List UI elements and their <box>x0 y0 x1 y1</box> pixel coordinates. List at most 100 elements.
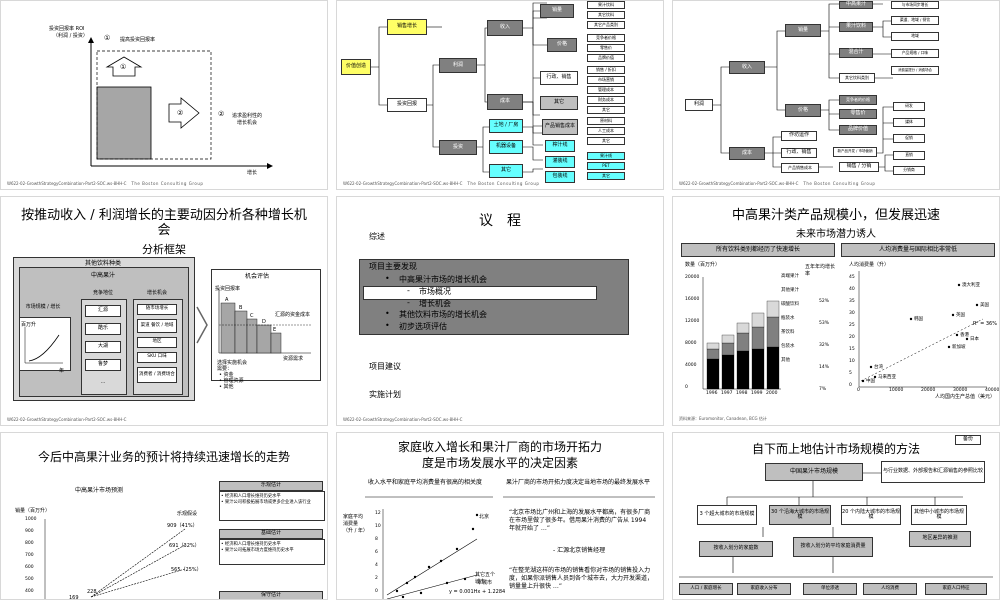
s9-l2-mega[interactable]: 3 个超大城市的市场规模 <box>697 505 757 525</box>
leaf[interactable]: 产品规格 / 口味 <box>891 49 939 58</box>
leaf[interactable]: 其它 <box>587 137 625 145</box>
node-bottling-line[interactable]: 灌装线 <box>545 156 575 168</box>
node-packing-line[interactable]: 包装线 <box>545 171 575 183</box>
agenda-item-findings[interactable]: 项目主要发现 <box>369 262 417 271</box>
node-admin-sales[interactable]: 行政、销售 <box>540 71 578 85</box>
s9-l3-households[interactable]: 按收入划分的家庭数 <box>699 541 773 557</box>
competitor-item[interactable]: 酷乐 <box>85 323 121 335</box>
slide-income-drivers[interactable]: 家庭收入增长和果汁厂商的市场开拓力 度是市场发展水平的决定因素 收入水平和家庭平… <box>336 432 664 600</box>
p-node-retail[interactable]: 零售价 <box>839 109 877 119</box>
p-node-mixed[interactable]: 混合汁 <box>839 48 873 58</box>
leaf[interactable]: 竞争者价格 <box>587 34 625 42</box>
leaf[interactable]: 直销 <box>893 151 925 160</box>
node-other-capex[interactable]: 其它 <box>489 164 523 178</box>
node-land[interactable]: 土地 / 厂房 <box>489 119 523 133</box>
s9-l2-inland[interactable]: 20 个内陆大城市的市场规模 <box>841 505 901 525</box>
s9-regional-note[interactable]: 地区差异的推测 <box>909 531 971 547</box>
growth-item[interactable]: SKU 口味 <box>137 352 177 363</box>
leaf[interactable]: 财务成本 <box>587 96 625 104</box>
leaf[interactable]: PET <box>587 162 625 170</box>
growth-item[interactable]: 渠道 餐饮 / 地域 <box>137 319 177 333</box>
leaf[interactable]: 其它 <box>587 106 625 114</box>
leaf[interactable]: 销售 / 折扣 <box>587 66 625 74</box>
p-node-cost[interactable]: 成本 <box>729 147 765 160</box>
node-sales-growth[interactable]: 销售增长 <box>387 19 427 35</box>
agenda-item-other-bev[interactable]: 其他饮料市场的增长机会 <box>399 310 487 319</box>
leaf[interactable]: 果汁线 <box>587 152 625 160</box>
p-node-revenue[interactable]: 收入 <box>729 61 765 74</box>
slide-value-tree[interactable]: 价值创造 销售增长 投资回报 收入 利润 成本 投资 销量 价格 行政、销售 其… <box>336 0 664 190</box>
node-profit[interactable]: 利润 <box>439 58 477 73</box>
p-node-price[interactable]: 价格 <box>785 104 821 117</box>
s9-compare-node[interactable]: 与行业数据、外部报告和汇源销售的参照比较 <box>881 461 985 483</box>
s9-l4-per-capita[interactable]: 人均消费 <box>863 583 917 595</box>
p-node-brand[interactable]: 品牌价值 <box>839 125 877 135</box>
node-revenue[interactable]: 收入 <box>487 20 523 36</box>
p-node-volume[interactable]: 销量 <box>785 24 821 37</box>
growth-item[interactable]: 随市场增长 <box>137 304 177 315</box>
node-volume[interactable]: 销量 <box>540 4 574 18</box>
p-node-cogs[interactable]: 产品销售成本 <box>781 163 819 173</box>
node-cost[interactable]: 成本 <box>487 94 523 110</box>
agenda-item-growth[interactable]: 增长机会 <box>419 299 451 308</box>
s9-l4-penetration[interactable]: 单位渗透 <box>803 583 857 595</box>
agenda-item-eval[interactable]: 初步选项评估 <box>399 322 447 331</box>
leaf[interactable]: 促销 <box>893 134 925 143</box>
slide-analysis-framework[interactable]: 按推动收入 / 利润增长的主要动因分析各种增长机会 分析框架 其他饮料种类 中高… <box>0 196 328 426</box>
slide-profit-tree[interactable]: 利润 收入 成本 销量 价格 中高果汁 果汁饮料 混合汁 其它饮料类别 竞争者的… <box>672 0 1000 190</box>
leaf[interactable]: 其它饮料 <box>587 11 625 19</box>
leaf[interactable]: 地域 <box>891 32 939 41</box>
agenda-item-plan[interactable]: 实施计划 <box>369 390 401 399</box>
leaf[interactable]: 人工成本 <box>587 127 625 135</box>
leaf[interactable]: 原材料 <box>587 117 625 125</box>
slide-forecast[interactable]: 今后中高果汁业务的预计将持续迅速增长的走势 中高果汁市场预测 销量（百万升） 1… <box>0 432 328 600</box>
p-node-sales-dist[interactable]: 销售 / 分销 <box>839 162 879 172</box>
leaf[interactable]: 媒体 <box>893 118 925 127</box>
p-node-profit[interactable]: 利润 <box>685 99 713 111</box>
leaf[interactable]: 其它产品类别 <box>587 21 625 29</box>
s9-l2-small[interactable]: 其他中小城市的市场规模 <box>911 505 967 525</box>
node-roi[interactable]: 投资回报 <box>387 98 427 112</box>
p-node-other-cat[interactable]: 其它饮料类别 <box>839 73 875 83</box>
leaf[interactable]: 市场营销 <box>587 76 625 84</box>
agenda-item-overview[interactable]: 综述 <box>369 232 385 241</box>
slide-bottom-up[interactable]: 备份 自下而上地估计市场规模的方法 中国果汁市场规模 与行业数据、外部报告和汇源… <box>672 432 1000 600</box>
s9-l4-income[interactable]: 家庭收入分布 <box>737 583 791 595</box>
leaf[interactable]: 分销商 <box>893 166 925 175</box>
leaf[interactable]: 零售价 <box>587 44 625 52</box>
s9-l4-demographics[interactable]: 家庭人口特征 <box>925 583 987 595</box>
p-node-juice-drink[interactable]: 果汁饮料 <box>839 22 873 32</box>
leaf[interactable]: 果汁饮料 <box>587 1 625 9</box>
leaf[interactable]: 品牌价值 <box>587 54 625 62</box>
leaf[interactable]: 与市场同步增长 <box>891 1 939 9</box>
agenda-item-market-overview[interactable]: 市场概况 <box>419 287 451 296</box>
agenda-item-mid-juice[interactable]: 中高果汁市场的增长机会 <box>399 275 487 284</box>
p-node-admin[interactable]: 行政、销售 <box>781 148 817 158</box>
leaf[interactable]: 渠道、地域 / 餐饮 <box>891 16 939 25</box>
node-other-cost[interactable]: 其它 <box>540 96 578 110</box>
competitor-item[interactable]: 鲁梦 <box>85 359 121 371</box>
slide-roi-growth[interactable]: 投资回报率 ROI （利润 / 投资） ① 提高投资回报率 ① ② ② 追求盈利… <box>0 0 328 190</box>
s9-l2-coastal[interactable]: 30 个沿海大城市的市场规模 <box>769 505 831 525</box>
p-node-ops[interactable]: 作坊运作 <box>781 131 817 141</box>
p-node-mid-juice[interactable]: 中高果汁 <box>839 1 873 9</box>
s9-top-node[interactable]: 中国果汁市场规模 <box>765 463 863 481</box>
node-machinery[interactable]: 机器设备 <box>489 140 523 154</box>
s9-l4-pop[interactable]: 人口 / 家庭增长 <box>679 583 733 595</box>
slide-agenda[interactable]: 议 程 综述 项目主要发现 中高果汁市场的增长机会 • 市场概况 - 增长机会 … <box>336 196 664 426</box>
leaf[interactable]: 管理成本 <box>587 86 625 94</box>
p-node-new-product[interactable]: 新产品开发 / 市场营销 <box>833 147 877 157</box>
growth-item[interactable]: 地区 <box>137 337 177 348</box>
node-capex[interactable]: 投资 <box>439 140 477 155</box>
node-juicing-line[interactable]: 榨汁线 <box>545 140 575 152</box>
node-value-creation[interactable]: 价值创造 <box>341 59 371 75</box>
node-cogs[interactable]: 产品销售成本 <box>542 119 578 135</box>
agenda-item-recommendation[interactable]: 项目建议 <box>369 362 401 371</box>
p-node-comp-price[interactable]: 竞争者的价格 <box>839 95 877 105</box>
leaf[interactable]: 研发 <box>893 102 925 111</box>
leaf[interactable]: 其它 <box>587 172 625 180</box>
leaf[interactable]: 消费量提分 / 消费场合 <box>891 66 939 75</box>
competitor-item[interactable]: 大湖 <box>85 341 121 353</box>
node-price[interactable]: 价格 <box>547 38 577 52</box>
s9-l3-consumption[interactable]: 按收入划分的平均家庭消费量 <box>793 537 873 557</box>
